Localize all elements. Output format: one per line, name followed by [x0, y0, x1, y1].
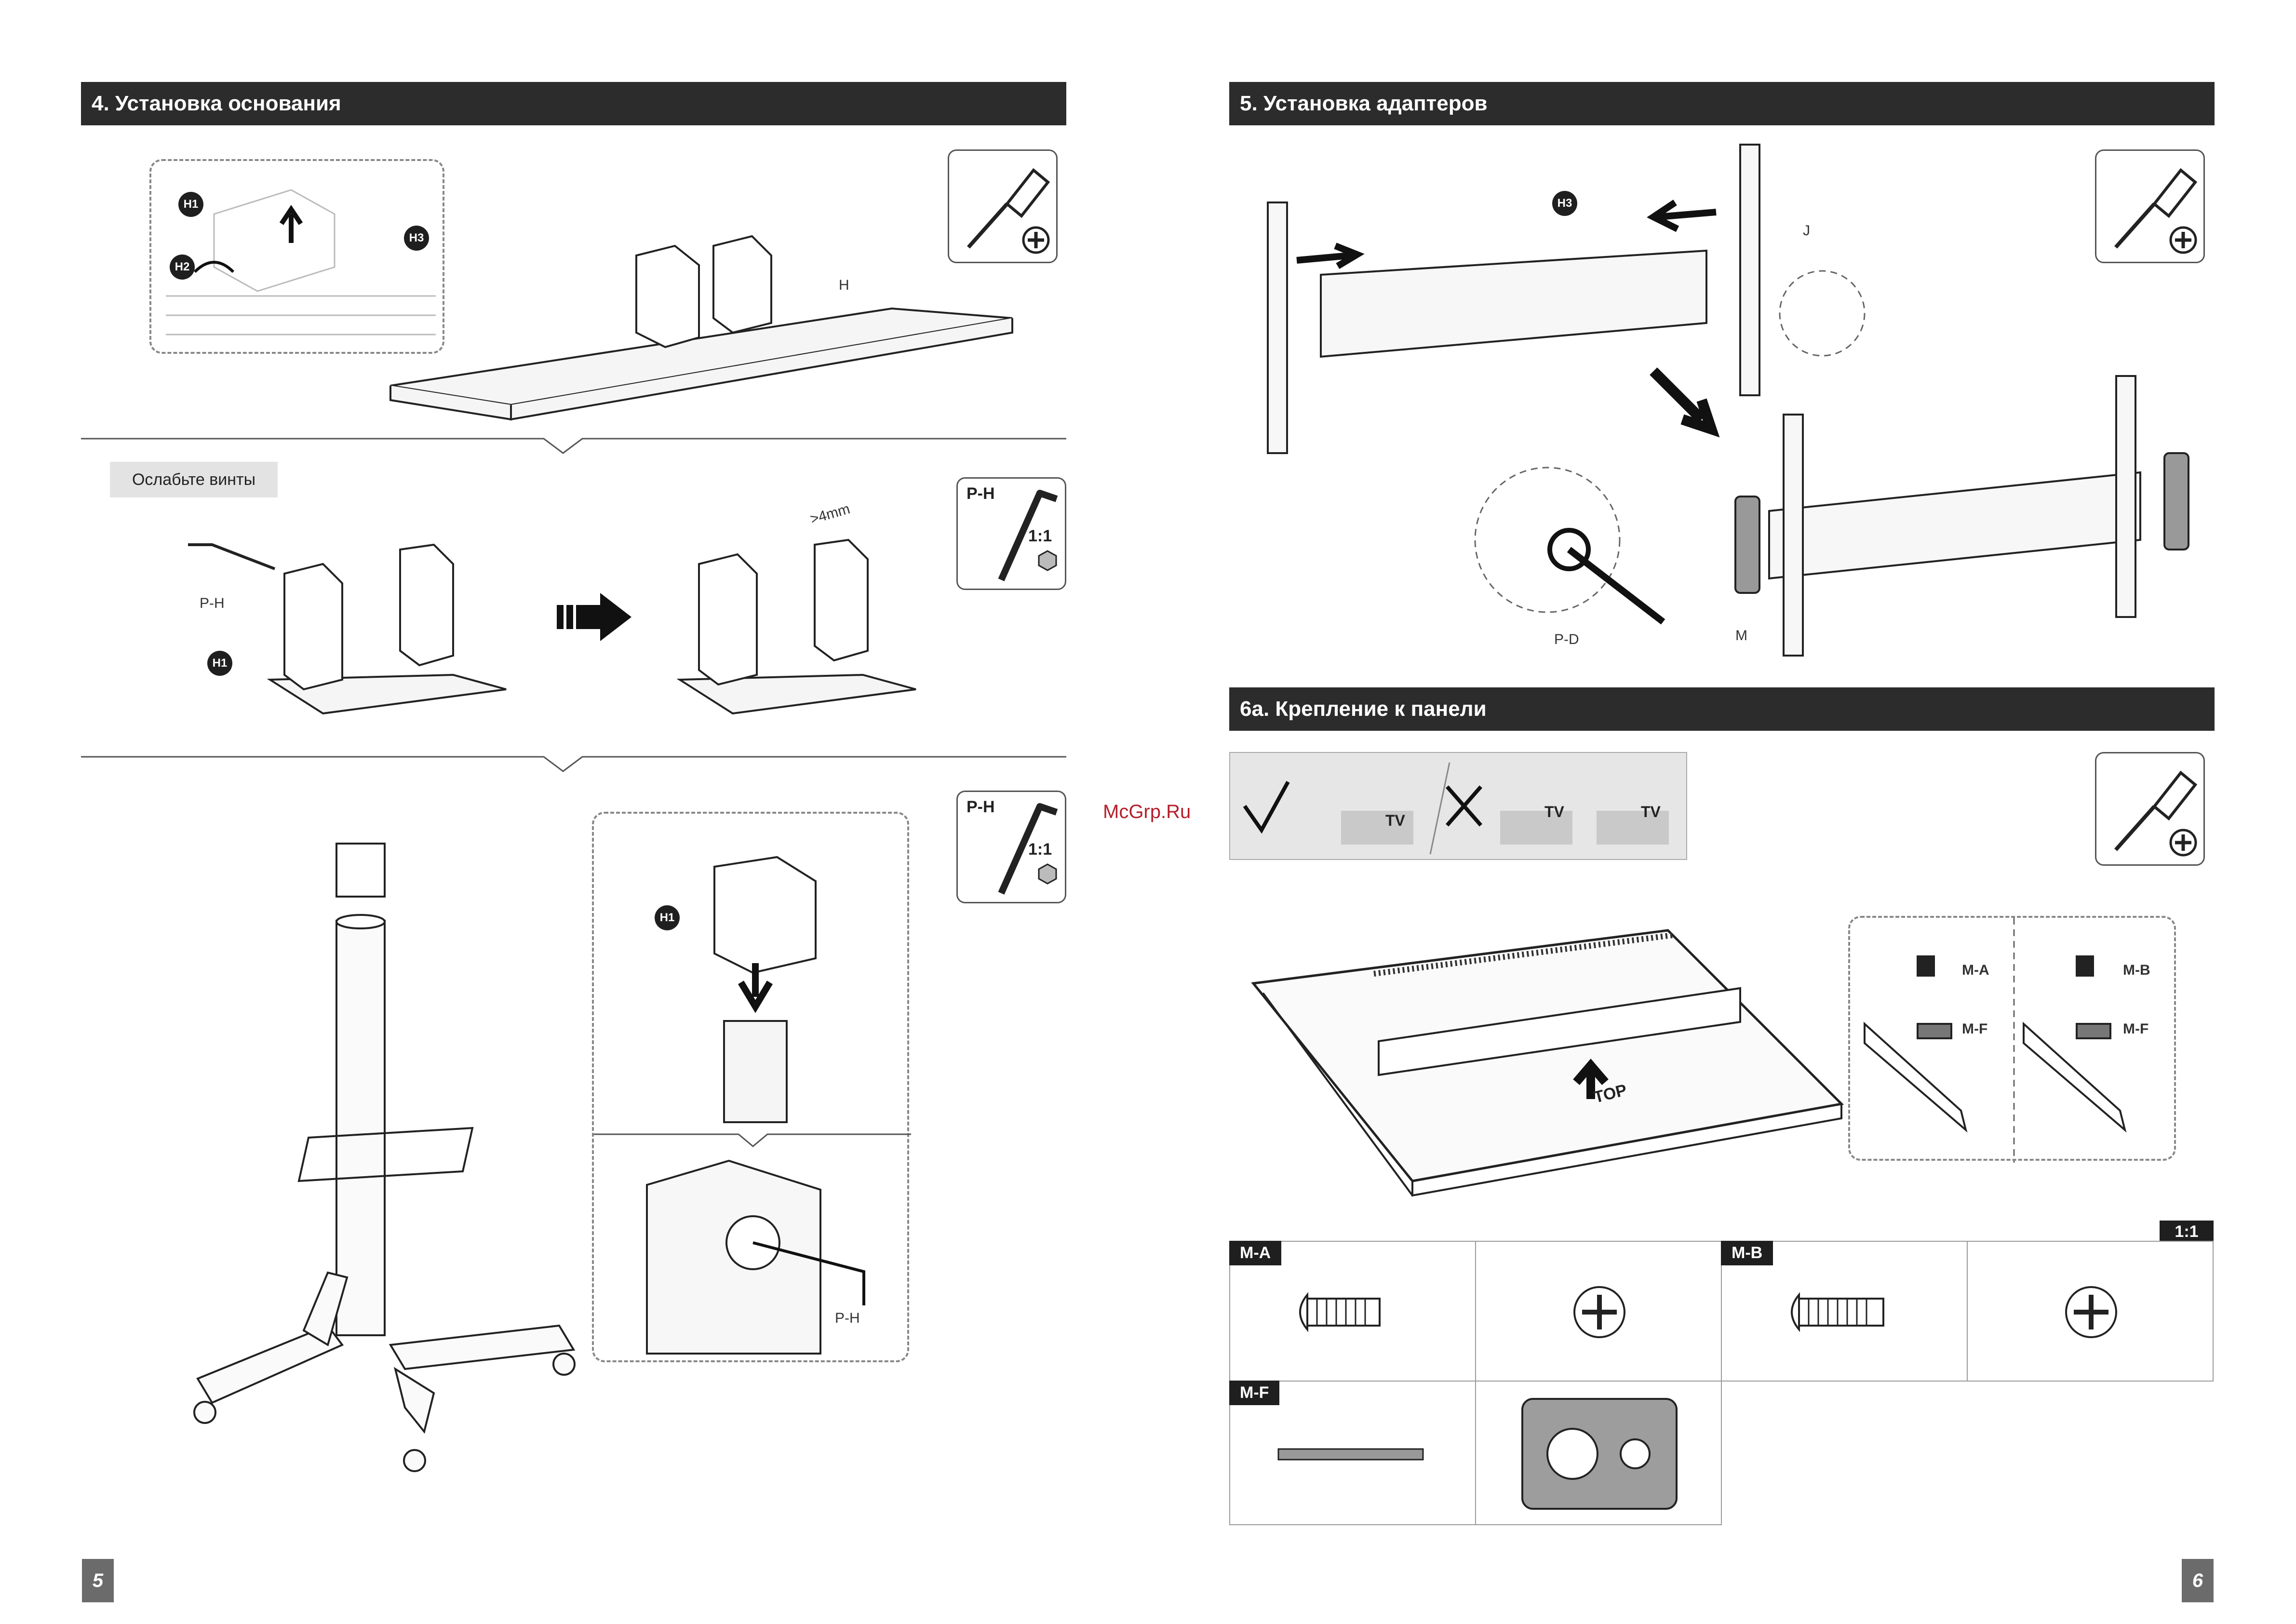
label-mf-2: M-F	[2123, 1021, 2148, 1037]
label-h: H	[839, 277, 849, 294]
section-divider-1	[81, 431, 1066, 456]
label-h1-bracket: H1	[207, 651, 232, 676]
page-number-left: 5	[82, 1559, 114, 1602]
label-ph-1: P-H	[200, 595, 225, 612]
section-6a-title: 6а. Крепление к панели	[1240, 697, 1487, 721]
label-j: J	[1803, 223, 1810, 239]
tv-label-2: TV	[1544, 803, 1564, 821]
section-4-title: 4. Установка основания	[92, 92, 341, 115]
screw-head-icon	[1476, 1242, 1723, 1382]
section-5-title-bar: 5. Установка адаптеров	[1229, 82, 2215, 125]
section-4-title-bar: 4. Установка основания	[81, 82, 1066, 125]
cross-icon	[1447, 787, 1481, 825]
hardware-cell-mb-head	[1967, 1241, 2214, 1382]
check-icon	[1245, 782, 1288, 830]
label-h1: H1	[178, 192, 203, 217]
hardware-cell-ma-head	[1475, 1241, 1722, 1382]
right-arrow-icon	[554, 588, 636, 646]
bracket-after-illustration	[670, 511, 945, 733]
screw-detail-illustration	[1461, 448, 1692, 641]
label-ph-2: P-H	[835, 1310, 860, 1327]
screw-length-guide-illustration	[1230, 753, 1688, 861]
bracket-before-illustration	[183, 535, 521, 733]
screw-detail-box: M-A M-F M-B M-F	[1848, 916, 2176, 1161]
label-mf-1: M-F	[1962, 1021, 1987, 1037]
stand-illustration	[183, 834, 593, 1504]
tool-hex-key-box-1: P-H 1:1	[956, 477, 1066, 590]
watermark: McGrp.Ru	[1103, 801, 1191, 823]
tool-screwdriver-box-6a	[2095, 752, 2205, 866]
screw-assembly-illustration	[1850, 918, 2178, 1163]
hardware-cell-mb: M-B	[1721, 1241, 1968, 1382]
label-pd: P-D	[1554, 631, 1579, 648]
washer-plate-front-icon	[1476, 1382, 1723, 1526]
label-ma: M-A	[1962, 962, 1989, 979]
page-number-right: 6	[2182, 1559, 2214, 1602]
tool-screwdriver-box-5	[2095, 149, 2205, 263]
tool-screwdriver-box	[948, 149, 1058, 263]
hex-key-icon	[958, 792, 1068, 905]
screw-length-guide-panel: TV TV TV	[1229, 752, 1687, 860]
loosen-screws-label: Ослабьте винты	[110, 462, 278, 497]
column-mount-detail-illustration	[594, 814, 911, 1364]
label-h1-column: H1	[655, 905, 680, 930]
hardware-cell-mf: M-F	[1229, 1381, 1476, 1525]
tv-label-1: TV	[1385, 812, 1405, 830]
screw-head-icon	[1968, 1242, 2215, 1382]
hex-key-icon	[958, 479, 1068, 591]
washer-plate-side-icon	[1230, 1382, 1477, 1526]
screwdriver-icon	[949, 151, 1059, 265]
detail-box-column-mount: H1 P-H	[592, 812, 909, 1362]
hardware-cell-ma: M-A	[1229, 1241, 1476, 1382]
section-divider-2	[81, 750, 1066, 774]
section-6a-title-bar: 6а. Крепление к панели	[1229, 687, 2215, 731]
label-m: M	[1735, 628, 1747, 644]
screwdriver-icon	[2096, 151, 2206, 265]
tool-hex-key-box-2: P-H 1:1	[956, 791, 1066, 903]
label-h3-adapter: H3	[1552, 191, 1577, 216]
hardware-scale-tag: 1:1	[2160, 1221, 2214, 1243]
hardware-cell-mf-plate	[1475, 1381, 1722, 1525]
screw-side-icon	[1230, 1242, 1477, 1382]
tv-label-3: TV	[1641, 803, 1661, 821]
screw-side-icon	[1722, 1242, 1969, 1382]
label-h2: H2	[170, 255, 195, 280]
tv-panel-illustration	[1253, 897, 1856, 1195]
adapters-mounted-illustration	[1716, 376, 2198, 665]
screwdriver-icon	[2096, 753, 2206, 867]
section-5-title: 5. Установка адаптеров	[1240, 92, 1488, 115]
label-mb: M-B	[2123, 962, 2150, 979]
